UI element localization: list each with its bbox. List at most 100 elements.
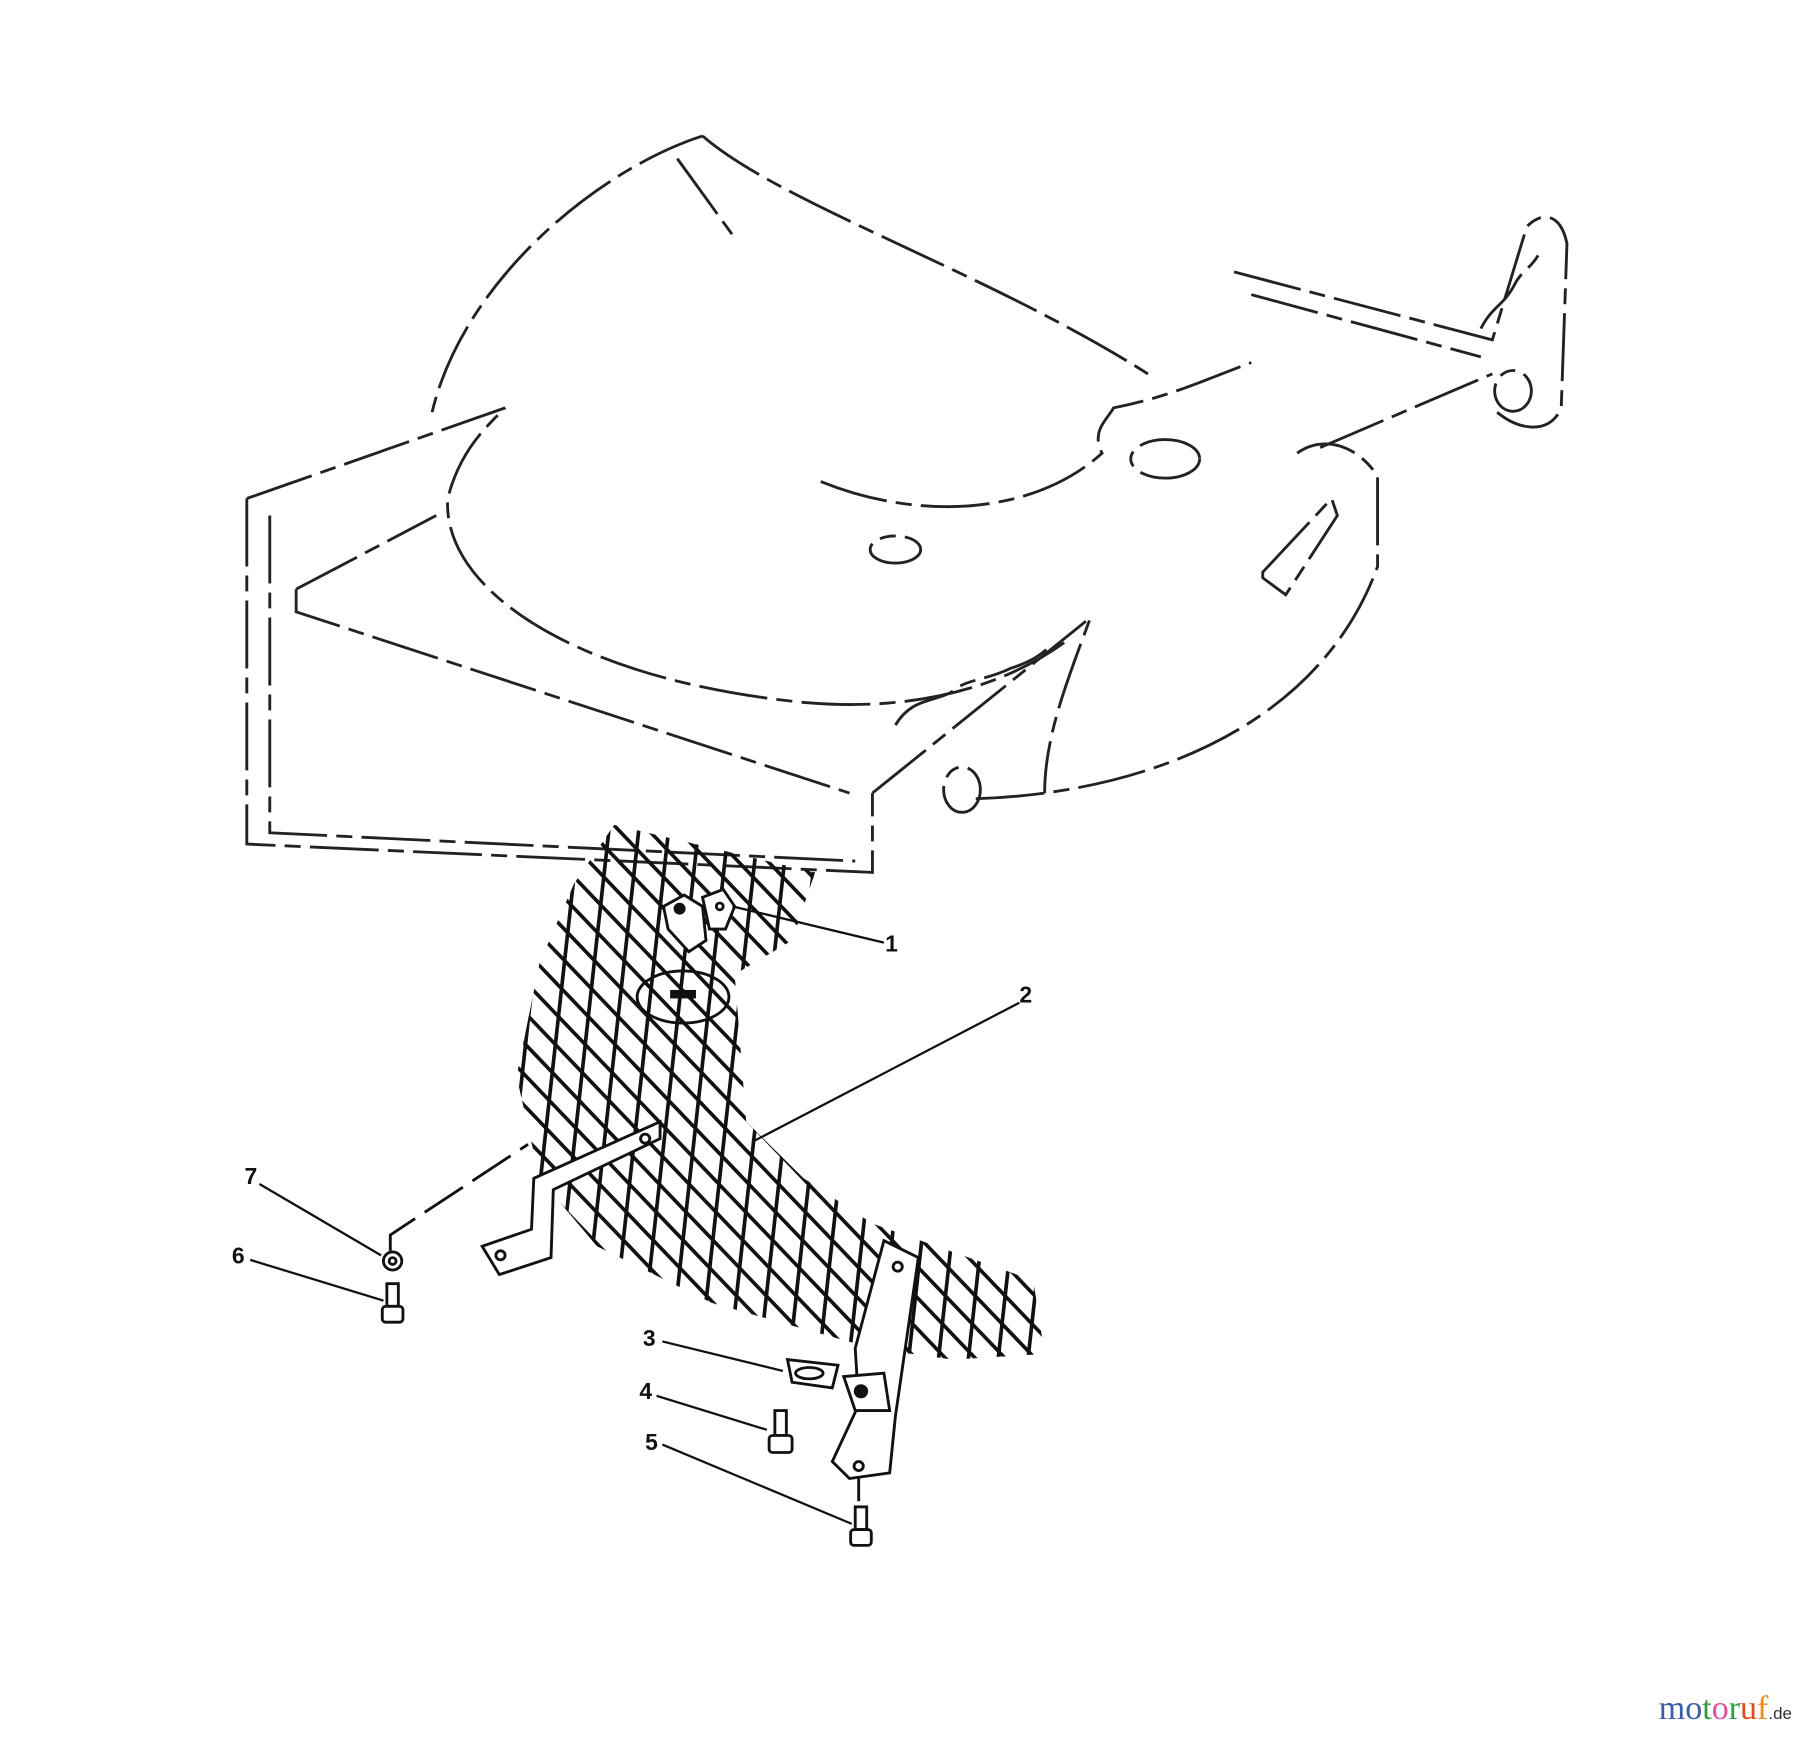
mesh-wire [37, 793, 106, 1416]
mesh-wire [0, 793, 404, 1416]
watermark-letter: m [1658, 1690, 1686, 1727]
mesh-wire [1081, 793, 1150, 1416]
mesh-wire [516, 824, 943, 1360]
watermark-text: motoruf [1659, 1690, 1769, 1728]
mesh-wire [1559, 793, 1628, 1416]
mesh-wire [1150, 793, 1747, 1416]
mesh-wire [1717, 793, 1800, 1416]
mesh-wire [1628, 793, 1800, 1416]
mesh-wire [0, 793, 165, 1416]
mesh-wire [516, 824, 526, 1360]
mesh-wire [0, 793, 255, 1416]
mesh-wire [246, 793, 315, 1416]
mesh-wire [1359, 793, 1800, 1416]
mesh-wire [1019, 824, 1045, 1360]
mesh-wire [1270, 793, 1800, 1416]
mesh-wire [0, 793, 195, 1416]
mesh-wire [969, 824, 1045, 1360]
mesh-wire [1598, 793, 1800, 1416]
watermark-logo: motoruf.de [1659, 1690, 1792, 1728]
mesh-wire [425, 793, 494, 1416]
mesh-wire [1568, 793, 1800, 1416]
hardware [380, 1143, 873, 1547]
mesh-wire [1111, 793, 1180, 1416]
mesh-wire [516, 824, 555, 1360]
mesh-wire [126, 793, 195, 1416]
deflector-brackets [480, 887, 920, 1481]
mesh-wire [395, 793, 464, 1416]
mesh-wire [1380, 793, 1449, 1416]
bolt-6 [385, 1282, 400, 1308]
watermark-tld: .de [1768, 1704, 1792, 1723]
mesh-wire [0, 793, 374, 1416]
mesh-wire [1061, 793, 1658, 1416]
mesh-wire [930, 824, 1003, 1360]
mesh-wire [1538, 793, 1800, 1416]
mesh-wire [960, 824, 1033, 1360]
mesh-wire [1029, 824, 1045, 1360]
mesh-wire [0, 793, 494, 1416]
mesh-wire [516, 824, 556, 1360]
callout-labels: 1 2 3 4 5 6 7 [232, 931, 1032, 1455]
mesh-wire [990, 824, 1045, 1360]
callout-6: 6 [232, 1242, 245, 1268]
mesh-wire [1180, 793, 1777, 1416]
mesh-wire [1240, 793, 1800, 1416]
mesh-wire [1141, 793, 1210, 1416]
mesh-wire [1747, 793, 1800, 1416]
mesh-wire [1410, 793, 1479, 1416]
mesh-wire [0, 793, 46, 1416]
bolt-5 [853, 1505, 869, 1531]
mesh-wire [0, 793, 344, 1416]
mesh-wire [96, 793, 165, 1416]
mesh-wire [1120, 793, 1717, 1416]
mower-deck-housing [245, 134, 1569, 874]
watermark-letter: u [1740, 1690, 1758, 1727]
mesh-wire [1091, 793, 1688, 1416]
mesh-wire [1678, 793, 1747, 1416]
watermark-letter: t [1702, 1690, 1712, 1727]
mesh-wire [1658, 793, 1800, 1416]
mesh-wire [1619, 793, 1688, 1416]
mesh-wire [1589, 793, 1658, 1416]
mesh-wire [1469, 793, 1538, 1416]
callout-3: 3 [643, 1325, 656, 1351]
callout-5: 5 [645, 1429, 658, 1455]
watermark-letter: o [1685, 1690, 1703, 1727]
mesh-wire [516, 824, 883, 1360]
mesh-wire [7, 793, 76, 1416]
mesh-wire [0, 793, 315, 1416]
watermark-letter: o [1711, 1690, 1729, 1727]
mesh-wire [900, 824, 973, 1360]
mesh-wire [1171, 793, 1240, 1416]
mesh-wire [1738, 793, 1800, 1416]
mesh-wire [1389, 793, 1800, 1416]
callout-2: 2 [1019, 982, 1032, 1008]
mesh-wire [1052, 793, 1121, 1416]
mesh-wire [1508, 793, 1800, 1416]
mesh-wire [1688, 793, 1800, 1416]
mesh-wire [516, 824, 854, 1360]
mesh-wire [0, 793, 46, 1416]
callout-4: 4 [639, 1378, 652, 1404]
mesh-wire [516, 824, 913, 1360]
watermark-letter: f [1757, 1690, 1769, 1727]
mesh-wire [1529, 793, 1598, 1416]
mesh-wire [1499, 793, 1568, 1416]
mesh-wire [1260, 793, 1329, 1416]
mesh-wire [1290, 793, 1359, 1416]
callout-leaders [249, 905, 1020, 1525]
watermark-letter: r [1728, 1690, 1741, 1727]
mesh-wire [0, 793, 225, 1416]
mesh-wire [1648, 793, 1717, 1416]
mesh-wire [0, 793, 16, 1416]
mesh-wire [0, 793, 76, 1416]
bolt-4 [773, 1409, 788, 1437]
mesh-wire [1299, 793, 1800, 1416]
mesh-wire [1440, 793, 1509, 1416]
mesh-wire [0, 793, 434, 1416]
mesh-wire [276, 793, 345, 1416]
mesh-wire [1329, 793, 1800, 1416]
callout-1: 1 [885, 931, 898, 957]
